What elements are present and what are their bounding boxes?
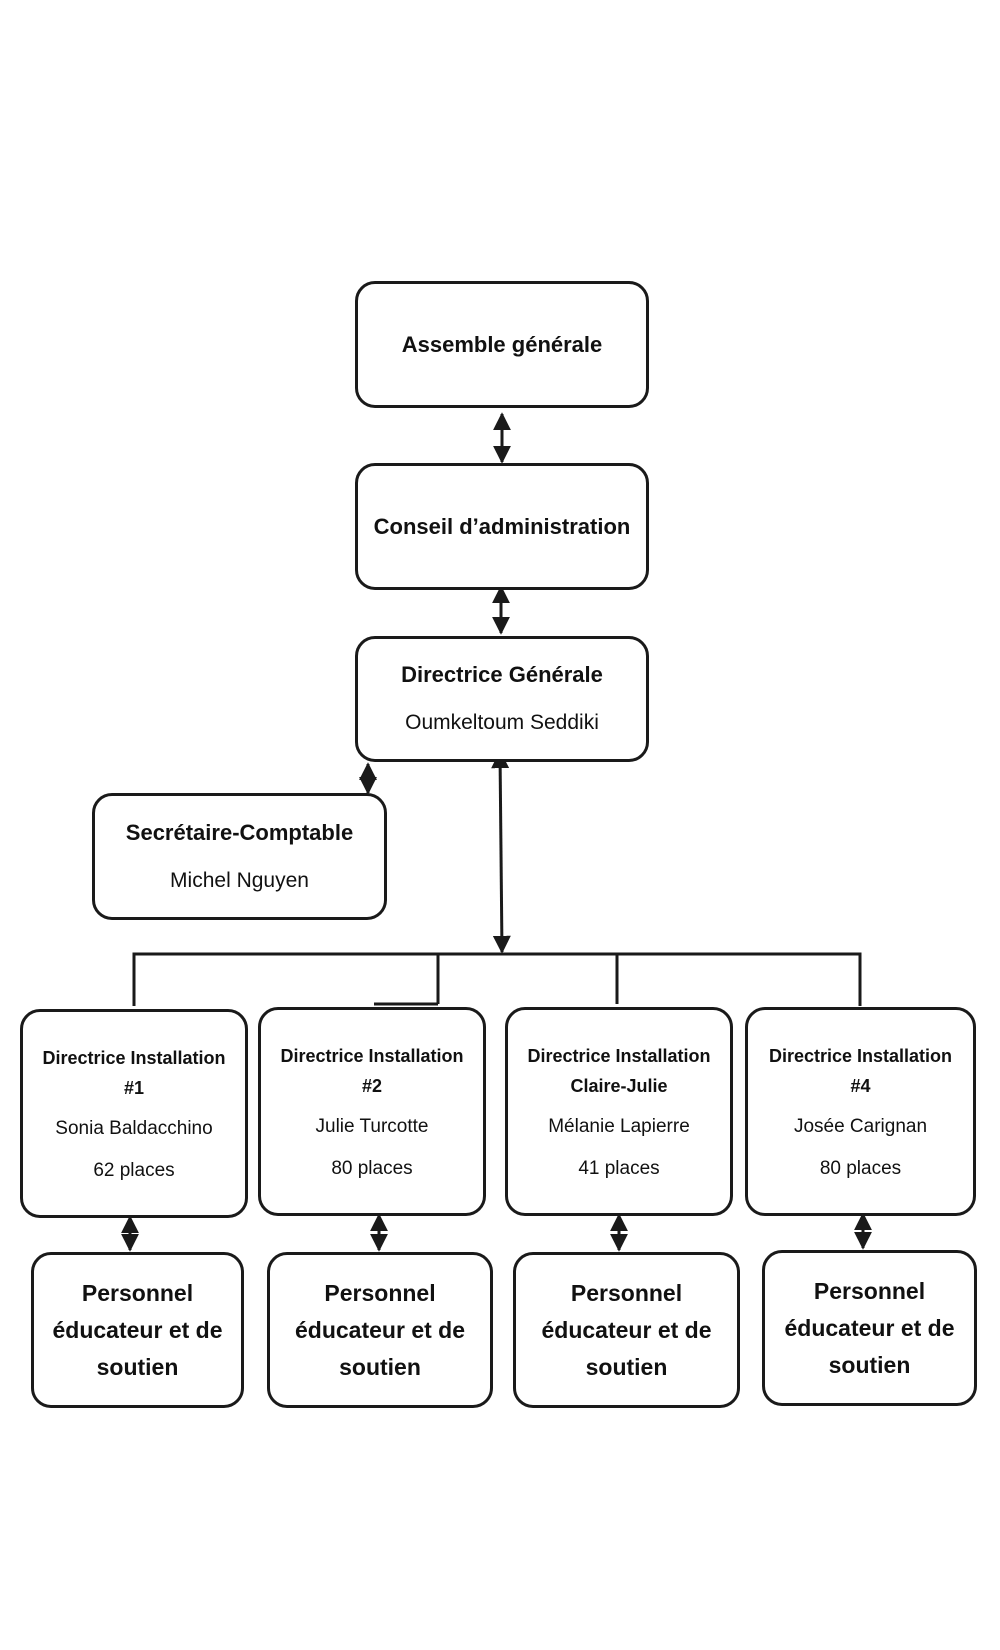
staff-2-line1: Personnel bbox=[324, 1279, 436, 1306]
installation-2-number: #2 bbox=[361, 1075, 383, 1096]
installation-1-title: Directrice Installation bbox=[42, 1047, 226, 1068]
installation-2-director-name: Julie Turcotte bbox=[315, 1115, 429, 1137]
installation-2-places: 80 places bbox=[331, 1157, 413, 1179]
secretary-name: Michel Nguyen bbox=[170, 868, 309, 892]
secretary-box: Secrétaire-Comptable Michel Nguyen bbox=[92, 793, 387, 920]
staff-1-line3: soutien bbox=[96, 1353, 179, 1380]
staff-1-line2: éducateur et de bbox=[52, 1316, 223, 1343]
director-general-box: Directrice Générale Oumkeltoum Seddiki bbox=[355, 636, 649, 762]
staff-3-line1: Personnel bbox=[570, 1279, 683, 1306]
staff-2-line2: éducateur et de bbox=[295, 1316, 465, 1343]
staff-2-line3: soutien bbox=[339, 1353, 421, 1380]
staff-4-line3: soutien bbox=[828, 1351, 911, 1378]
installation-4-director-name: Josée Carignan bbox=[793, 1115, 928, 1137]
installation-3-name: Claire-Julie bbox=[570, 1075, 668, 1096]
installation-1-number: #1 bbox=[123, 1077, 145, 1098]
board-box: Conseil d’administration bbox=[355, 463, 649, 590]
staff-4-line2: éducateur et de bbox=[784, 1314, 955, 1341]
secretary-title: Secrétaire-Comptable bbox=[125, 819, 354, 845]
general-assembly-title: Assemble générale bbox=[401, 331, 603, 357]
staff-4-box: Personnel éducateur et de soutien bbox=[762, 1250, 977, 1406]
staff-3-line3: soutien bbox=[585, 1353, 668, 1380]
installation-4-number: #4 bbox=[850, 1075, 871, 1096]
installation-3-box: Directrice Installation Claire-Julie Mél… bbox=[505, 1007, 733, 1216]
staff-1-line1: Personnel bbox=[81, 1279, 194, 1306]
director-general-title: Directrice Générale bbox=[401, 662, 603, 687]
installation-4-places: 80 places bbox=[819, 1157, 902, 1179]
director-general-name: Oumkeltoum Seddiki bbox=[405, 711, 599, 734]
staff-4-line1: Personnel bbox=[813, 1277, 926, 1304]
staff-3-box: Personnel éducateur et de soutien bbox=[513, 1252, 740, 1408]
installation-3-director-name: Mélanie Lapierre bbox=[548, 1115, 690, 1137]
installation-2-title: Directrice Installation bbox=[280, 1045, 464, 1066]
installation-2-box: Directrice Installation #2 Julie Turcott… bbox=[258, 1007, 486, 1216]
branch-bus bbox=[132, 952, 862, 1006]
installation-4-title: Directrice Installation bbox=[768, 1045, 953, 1066]
arrow-director-installations bbox=[491, 750, 511, 954]
staff-1-box: Personnel éducateur et de soutien bbox=[31, 1252, 244, 1408]
board-title: Conseil d’administration bbox=[373, 513, 631, 539]
installation-1-places: 62 places bbox=[93, 1159, 175, 1181]
installation-3-title: Directrice Installation bbox=[527, 1045, 711, 1066]
staff-2-box: Personnel éducateur et de soutien bbox=[267, 1252, 493, 1408]
installation-1-box: Directrice Installation #1 Sonia Baldacc… bbox=[20, 1009, 248, 1218]
installation-4-box: Directrice Installation #4 Josée Carigna… bbox=[745, 1007, 976, 1216]
staff-3-line2: éducateur et de bbox=[541, 1316, 712, 1343]
general-assembly-box: Assemble générale bbox=[355, 281, 649, 408]
installation-1-director-name: Sonia Baldacchino bbox=[55, 1117, 213, 1139]
installation-3-places: 41 places bbox=[578, 1157, 660, 1179]
